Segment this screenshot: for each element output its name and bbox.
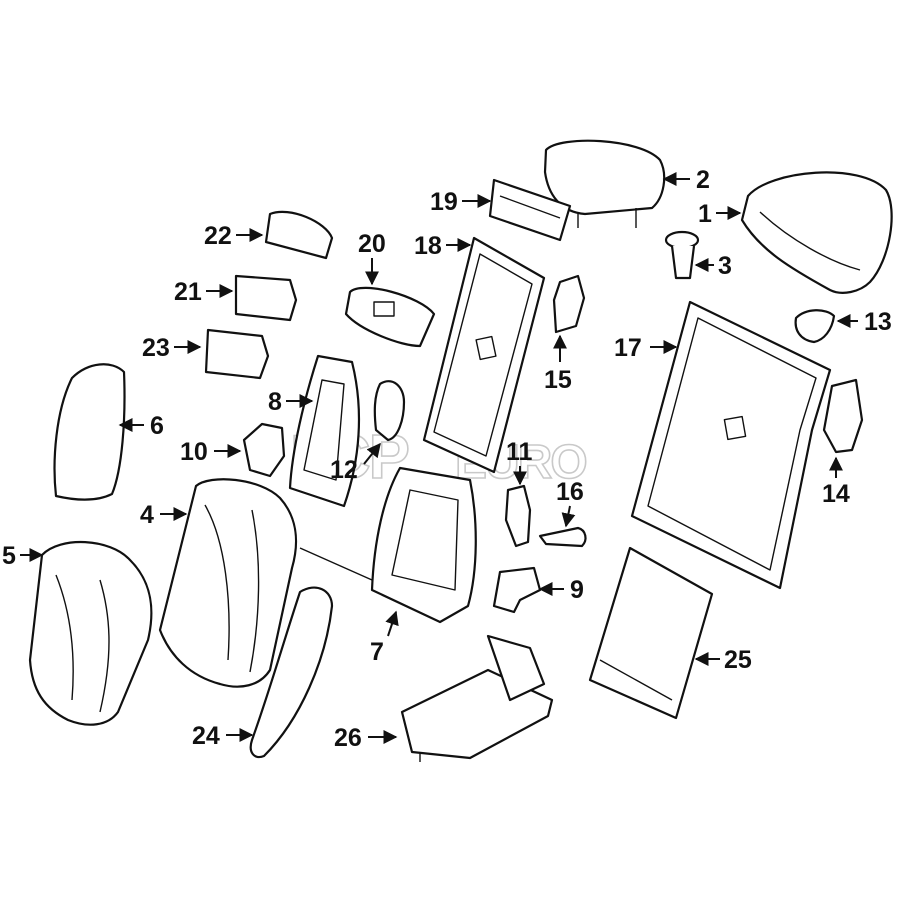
callout-12: 12 <box>330 442 381 484</box>
part-1-headrest[interactable] <box>740 171 893 294</box>
part-4-seat-back-cover[interactable] <box>158 478 298 688</box>
part-6-backrest-pad[interactable] <box>53 363 126 501</box>
callout-23: 23 <box>142 334 202 362</box>
callout-15: 15 <box>544 334 572 394</box>
callout-3: 3 <box>694 252 732 280</box>
callout-24: 24 <box>192 722 254 750</box>
part-21-trim-piece[interactable] <box>234 274 298 322</box>
callout-10: 10 <box>180 438 242 466</box>
part-15-guide[interactable] <box>552 274 586 334</box>
callout-7: 7 <box>370 610 399 666</box>
callout-13: 13 <box>836 308 892 336</box>
part-24-side-bolster[interactable] <box>249 586 334 759</box>
part-23-trim-piece[interactable] <box>204 328 270 380</box>
part-14-side-bracket[interactable] <box>822 378 864 454</box>
callout-4: 4 <box>140 501 188 529</box>
part-11-latch[interactable] <box>504 484 532 548</box>
callout-20: 20 <box>358 230 386 286</box>
callout-17: 17 <box>614 334 678 362</box>
callout-number: 1 <box>698 200 712 228</box>
callout-number: 6 <box>150 412 164 440</box>
callout-number: 15 <box>544 366 572 394</box>
callout-14: 14 <box>822 456 850 508</box>
callout-number: 16 <box>556 478 584 506</box>
callout-19: 19 <box>430 188 492 216</box>
part-10-small-bracket[interactable] <box>242 422 286 478</box>
callout-number: 22 <box>204 222 232 250</box>
callout-number: 18 <box>414 232 442 260</box>
callout-22: 22 <box>204 222 264 250</box>
callout-8: 8 <box>268 388 314 416</box>
callout-number: 8 <box>268 388 282 416</box>
part-22-trim-piece[interactable] <box>264 210 334 260</box>
callout-9: 9 <box>538 576 584 604</box>
part-26-armrest-console[interactable] <box>400 634 554 762</box>
callout-number: 20 <box>358 230 386 258</box>
callout-number: 11 <box>506 438 533 466</box>
callout-number: 9 <box>570 576 584 604</box>
callout-number: 21 <box>174 278 202 306</box>
callout-number: 4 <box>140 501 154 529</box>
callout-number: 25 <box>724 646 752 674</box>
callout-number: 5 <box>2 542 16 570</box>
callout-number: 19 <box>430 188 458 216</box>
part-9-hinge[interactable] <box>492 566 542 614</box>
part-13-trim-cap[interactable] <box>794 309 836 344</box>
part-17-backrest-panel[interactable] <box>630 300 832 590</box>
part-25-armrest-panel[interactable] <box>588 546 714 720</box>
callout-11: 11 <box>506 438 533 486</box>
part-20-console-cover[interactable] <box>344 286 436 348</box>
part-12-latch-cover[interactable] <box>373 380 406 442</box>
callout-25: 25 <box>694 646 752 674</box>
callout-number: 24 <box>192 722 220 750</box>
part-5-seat-back-cover[interactable] <box>28 540 153 726</box>
part-16-pin[interactable] <box>538 526 587 548</box>
part-3-guide-sleeve[interactable] <box>664 230 700 280</box>
callout-2: 2 <box>662 166 710 194</box>
callout-21: 21 <box>174 278 234 306</box>
callout-26: 26 <box>334 724 398 752</box>
callout-1: 1 <box>698 200 742 228</box>
callout-number: 26 <box>334 724 362 752</box>
callout-number: 2 <box>696 166 710 194</box>
callout-number: 13 <box>864 308 892 336</box>
callout-number: 7 <box>370 638 384 666</box>
part-18-backrest-panel[interactable] <box>422 236 546 474</box>
callout-number: 23 <box>142 334 170 362</box>
callout-number: 14 <box>822 480 850 508</box>
callout-number: 12 <box>330 456 358 484</box>
callout-number: 17 <box>614 334 642 362</box>
callout-number: 10 <box>180 438 208 466</box>
callout-6: 6 <box>118 412 164 440</box>
callout-5: 5 <box>2 542 44 570</box>
part-7-seat-back-frame[interactable] <box>299 466 477 624</box>
callout-number: 3 <box>718 252 732 280</box>
callout-18: 18 <box>414 232 472 260</box>
callout-16: 16 <box>556 478 584 528</box>
